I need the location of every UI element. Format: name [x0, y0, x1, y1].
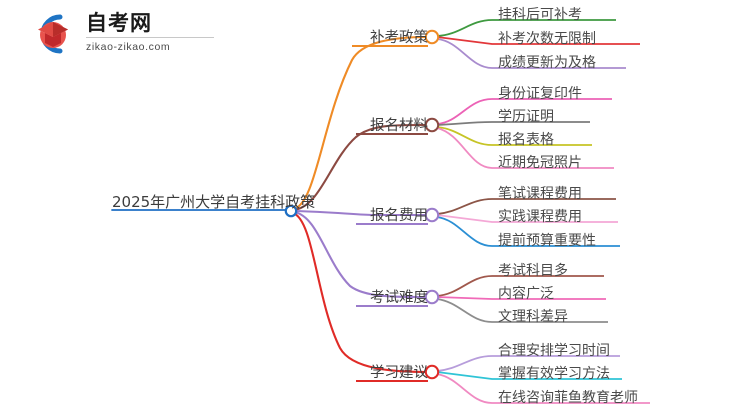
branch-label-3[interactable]: 考试难度 [370, 290, 428, 306]
leaf-label-0-1[interactable]: 补考次数无限制 [498, 31, 596, 47]
leaf-label-2-1[interactable]: 实践课程费用 [498, 209, 582, 225]
leaf-label-3-2[interactable]: 文理科差异 [498, 309, 568, 325]
leaf-label-4-1[interactable]: 掌握有效学习方法 [498, 366, 610, 382]
leaf-label-2-2[interactable]: 提前预算重要性 [498, 233, 596, 249]
branch-label-0[interactable]: 补考政策 [370, 30, 428, 46]
leaf-label-4-0[interactable]: 合理安排学习时间 [498, 343, 610, 359]
branch-label-4[interactable]: 学习建议 [370, 365, 428, 381]
branch-link-3 [293, 210, 429, 299]
leaf-label-3-1[interactable]: 内容广泛 [498, 286, 554, 302]
branch-label-1[interactable]: 报名材料 [370, 118, 428, 134]
leaf-label-4-2[interactable]: 在线咨询菲鱼教育老师 [498, 390, 638, 406]
logo-divider [86, 37, 214, 38]
leaf-label-1-3[interactable]: 近期免冠照片 [498, 155, 582, 171]
logo-name-cn: 自考网 [86, 11, 152, 35]
leaf-label-2-0[interactable]: 笔试课程费用 [498, 186, 582, 202]
logo-url: zikao-zikao.com [86, 41, 171, 53]
leaf-label-1-1[interactable]: 学历证明 [498, 109, 554, 125]
branch-label-2[interactable]: 报名费用 [370, 208, 428, 224]
leaf-label-0-0[interactable]: 挂科后可补考 [498, 7, 582, 23]
leaf-label-0-2[interactable]: 成绩更新为及格 [498, 55, 596, 71]
leaf-label-1-2[interactable]: 报名表格 [498, 132, 554, 148]
leaf-label-3-0[interactable]: 考试科目多 [498, 263, 568, 279]
leaf-label-1-0[interactable]: 身份证复印件 [498, 86, 582, 102]
logo-mark-icon [38, 14, 68, 54]
site-logo: 自考网 zikao-zikao.com [28, 8, 218, 60]
root-node-label[interactable]: 2025年广州大学自考挂科政策 [112, 193, 316, 211]
